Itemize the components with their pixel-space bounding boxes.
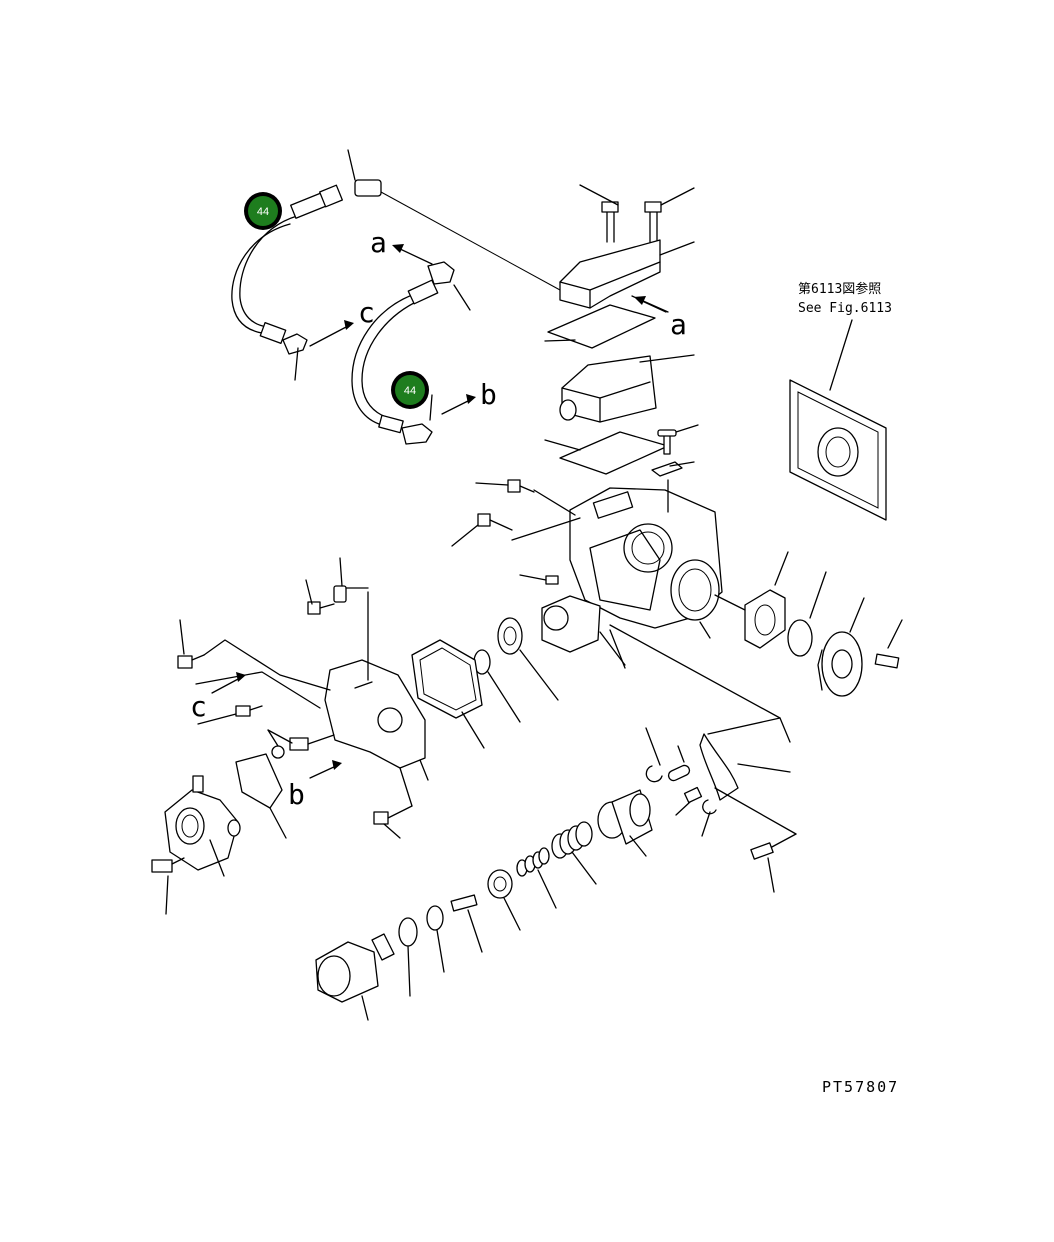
leader-line <box>380 191 561 291</box>
small-spring <box>516 847 557 909</box>
side-cover-parts <box>714 551 903 697</box>
flow-label-c-top: c <box>358 296 375 329</box>
spring-sleeve <box>597 789 653 857</box>
flow-label-c-pump: c <box>190 690 207 723</box>
flow-arrows <box>211 244 667 779</box>
hose-assembly-left <box>231 149 382 381</box>
control-valve-block <box>544 184 699 477</box>
flow-label-a-top: a <box>370 226 387 259</box>
pump-body <box>177 557 429 839</box>
transmission-housing <box>569 479 723 669</box>
badge-44-hose-middle[interactable]: 44 <box>391 371 429 409</box>
gear-pump <box>151 775 241 915</box>
flow-label-b-pump: b <box>288 778 305 811</box>
badge-44-label: 44 <box>404 385 416 397</box>
figure-code: PT57807 <box>822 1078 899 1096</box>
badge-44-hose-left[interactable]: 44 <box>244 192 282 230</box>
reference-plate <box>789 319 887 521</box>
input-shaft-parts <box>411 595 626 749</box>
flow-label-b-top: b <box>480 378 497 411</box>
reference-jp: 第6113図参照 <box>798 281 881 297</box>
spring <box>551 821 597 885</box>
reference-en: See Fig.6113 <box>798 301 892 316</box>
clutch-pack <box>315 624 797 1021</box>
hose-assembly-middle <box>351 261 471 445</box>
housing-bolts <box>451 479 581 585</box>
badge-44-label: 44 <box>257 206 269 218</box>
flow-label-a-valve: a <box>670 308 687 341</box>
